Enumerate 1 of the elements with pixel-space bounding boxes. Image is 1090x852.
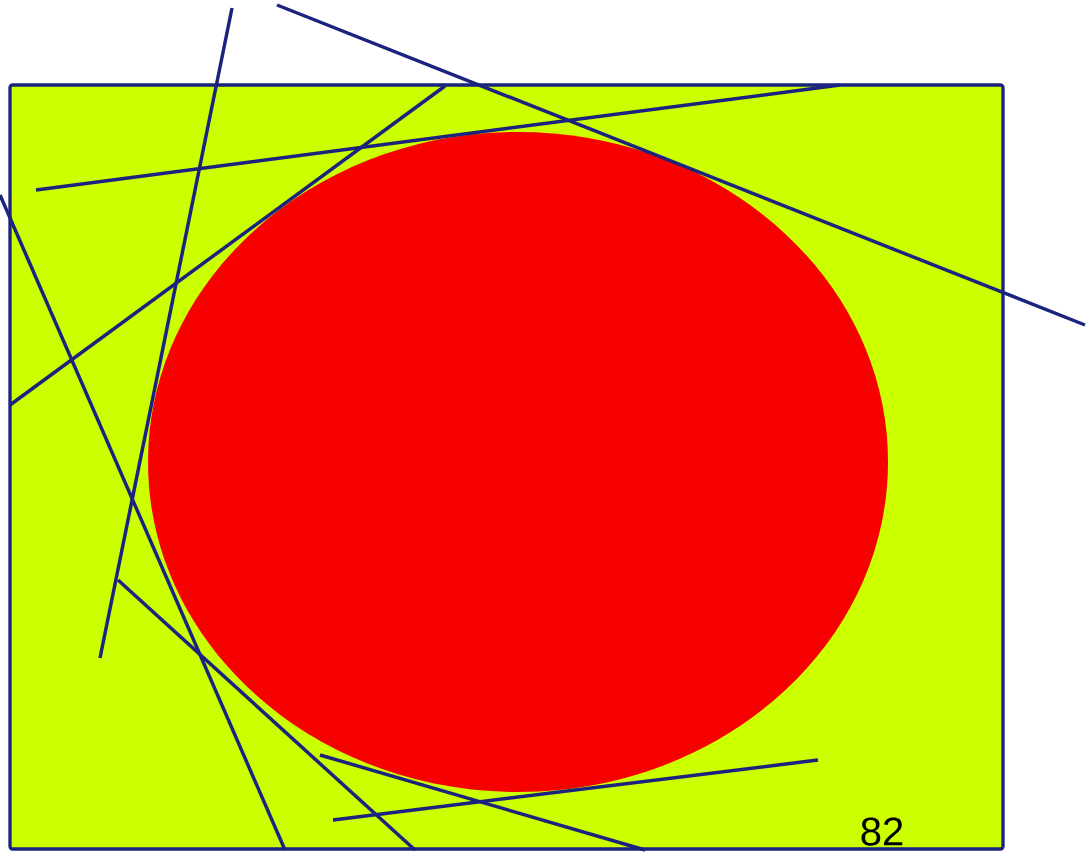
page-number: 82: [861, 817, 903, 846]
